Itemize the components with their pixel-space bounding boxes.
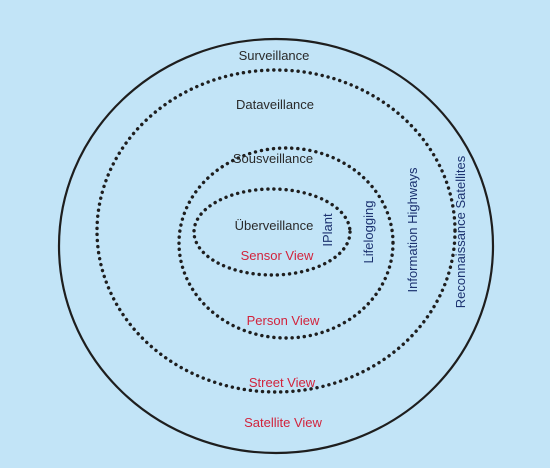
satellite-view-label: Satellite View — [244, 415, 322, 430]
person-view-label: Person View — [247, 313, 320, 328]
uberveillance-label: Überveillance — [235, 218, 314, 233]
dataveillance-ring — [95, 68, 457, 394]
dataveillance-label: Dataveillance — [236, 97, 314, 112]
lifelogging-label: Lifelogging — [361, 201, 376, 264]
sousveillance-label: Sousveillance — [233, 151, 313, 166]
iplant-label: IPlant — [320, 213, 335, 247]
surveillance-label: Surveillance — [239, 48, 310, 63]
uberveillance-ring — [192, 187, 352, 277]
information-highways-label: Information Highways — [405, 167, 420, 292]
street-view-label: Street View — [249, 375, 316, 390]
sousveillance-ring — [177, 146, 395, 340]
surveillance-ring — [57, 37, 495, 455]
sensor-view-label: Sensor View — [241, 248, 314, 263]
reconnaissance-satellites-label: Reconnaissance Satellites — [453, 155, 468, 308]
